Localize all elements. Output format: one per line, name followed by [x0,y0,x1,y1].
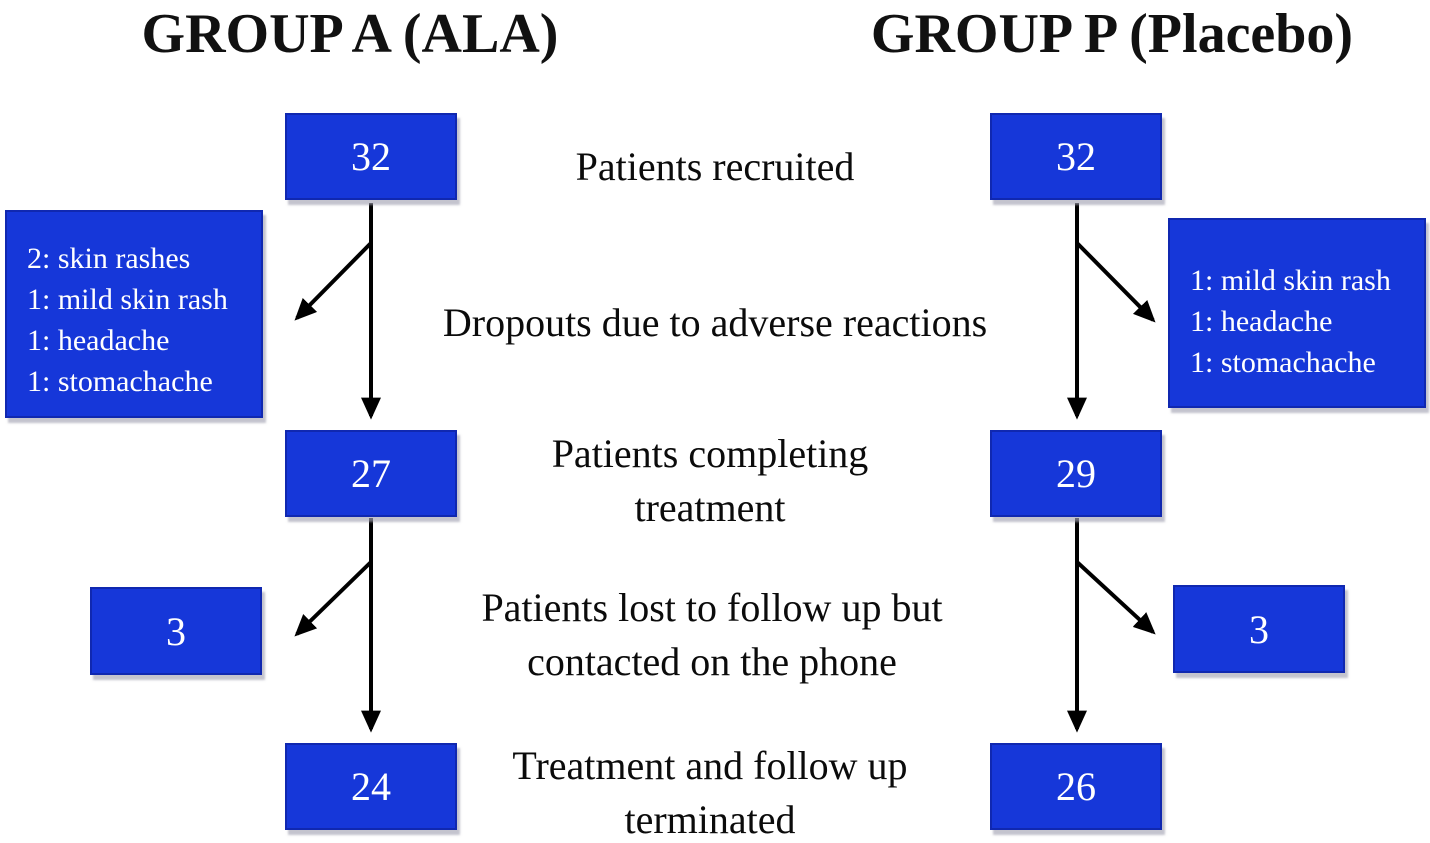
dropout-reason: 1: stomachache [27,365,213,398]
group-a-lost-box: 3 [90,587,262,675]
group-a-terminated-box: 24 [285,743,457,830]
group-p-recruited-count: 32 [1056,134,1096,179]
group-a-recruited-box: 32 [285,113,457,200]
group-p-lost-box: 3 [1173,585,1345,673]
terminated-label: Treatment and follow up terminated [512,743,908,842]
group-p-dropout-reasons-box: 1: mild skin rash 1: headache 1: stomach… [1168,218,1426,408]
dropouts-label: Dropouts due to adverse reactions [442,300,988,345]
group-a-terminated-count: 24 [351,764,391,809]
group-a-title: GROUP A (ALA) [141,3,559,65]
dropout-reason: 2: skin rashes [27,242,191,275]
recruited-label: Patients recruited [575,144,855,189]
group-a-dropout-reasons-box: 2: skin rashes 1: mild skin rash 1: head… [5,210,263,418]
arrow-p-dropout-branch [1075,241,1156,323]
dropout-reason: 1: mild skin rash [1190,264,1391,297]
completing-label: Patients completing treatment [551,431,869,530]
group-p-terminated-box: 26 [990,743,1162,830]
arrow-p-lost-branch [1075,560,1156,635]
group-a-completing-count: 27 [351,451,391,496]
group-p-terminated-count: 26 [1056,764,1096,809]
group-a-lost-count: 3 [166,608,186,654]
group-p-title: GROUP P (Placebo) [870,3,1354,65]
group-a-recruited-count: 32 [351,134,391,179]
group-p-recruited-box: 32 [990,113,1162,200]
group-p-completing-count: 29 [1056,451,1096,496]
group-a-completing-box: 27 [285,430,457,517]
dropout-reason: 1: headache [1190,305,1333,338]
group-p-lost-count: 3 [1249,606,1269,652]
dropout-reason: 1: headache [27,324,170,357]
arrow-a-lost-branch [294,560,373,637]
dropout-reason: 1: mild skin rash [27,283,228,316]
lost-label: Patients lost to follow up but contacted… [481,585,943,684]
dropout-reason: 1: stomachache [1190,346,1376,379]
group-p-completing-box: 29 [990,430,1162,517]
